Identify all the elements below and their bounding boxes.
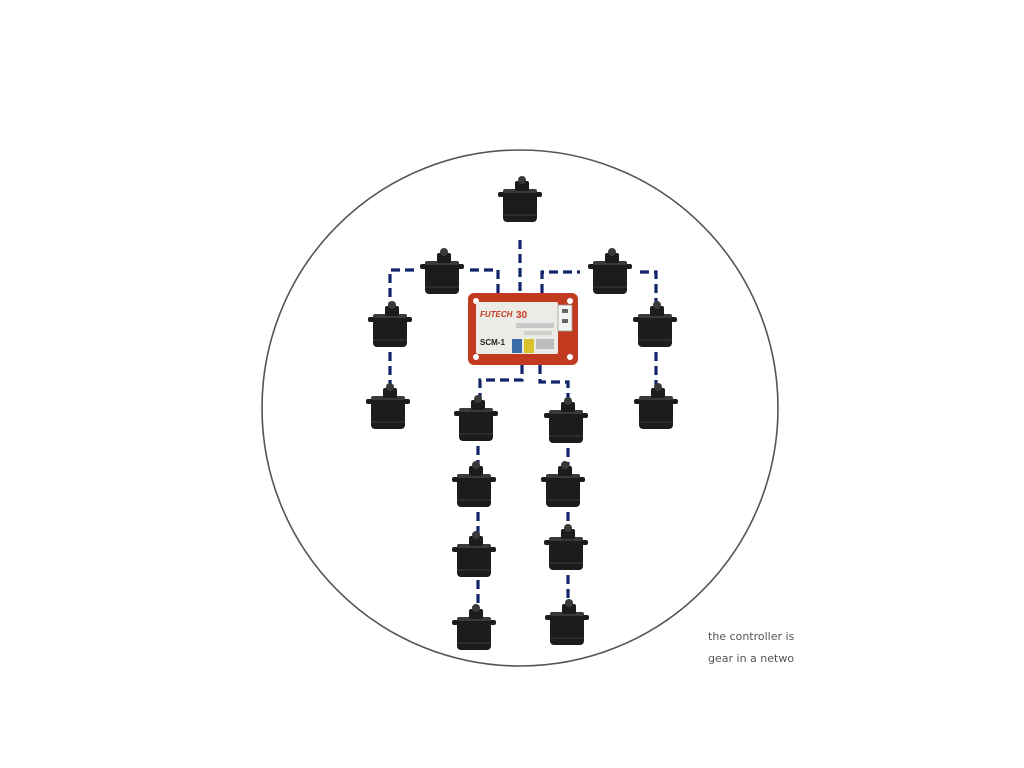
servo-right-upper-arm bbox=[633, 301, 677, 347]
servo-left-foot bbox=[452, 604, 496, 650]
servo-right-shoulder bbox=[588, 248, 632, 294]
servo-left-shin bbox=[452, 531, 496, 577]
servo-right-thigh bbox=[541, 461, 585, 507]
servo-left-forearm bbox=[366, 383, 410, 429]
wire-segment bbox=[538, 365, 570, 404]
servo-right-foot bbox=[545, 599, 589, 645]
servo-left-thigh bbox=[452, 461, 496, 507]
servo-right-hip bbox=[544, 397, 588, 443]
wire-segment bbox=[478, 365, 524, 404]
servo-left-upper-arm bbox=[368, 301, 412, 347]
controller-brand: FUTECH bbox=[480, 310, 513, 319]
controller-board: FUTECH 30 SCM-1 bbox=[468, 293, 578, 365]
wire-segment bbox=[388, 268, 414, 308]
wire-segment bbox=[640, 270, 658, 308]
servo-right-shin bbox=[544, 524, 588, 570]
servo-group bbox=[366, 176, 678, 650]
caption-line-1: the controller is bbox=[708, 630, 794, 643]
caption-line-2: gear in a netwo bbox=[708, 652, 794, 665]
servo-right-forearm bbox=[634, 383, 678, 429]
caption: the controller is gear in a netwo bbox=[708, 626, 794, 670]
wire-segment bbox=[540, 270, 580, 293]
servo-left-shoulder bbox=[420, 248, 464, 294]
servo-left-hip bbox=[454, 395, 498, 441]
servo-head bbox=[498, 176, 542, 222]
wire-segment bbox=[468, 268, 500, 293]
controller-channel-count: 30 bbox=[516, 310, 528, 321]
enclosing-circle bbox=[261, 149, 779, 667]
controller-model: SCM-1 bbox=[480, 338, 505, 347]
